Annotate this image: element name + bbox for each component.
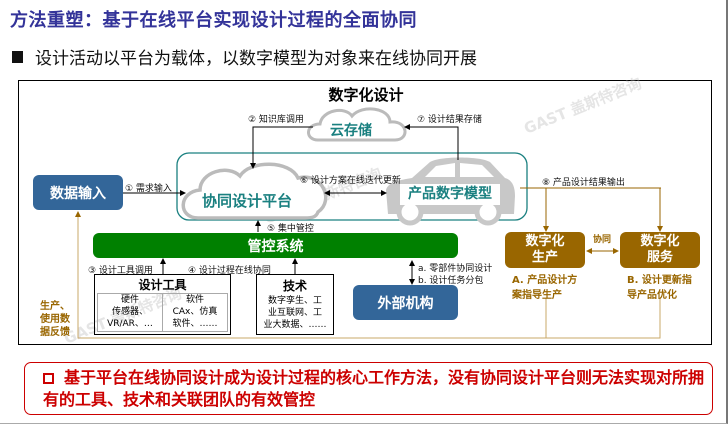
digital-production-box: 数字化 生产 bbox=[505, 232, 585, 268]
step-1-label: ① 需求输入 bbox=[125, 184, 172, 194]
step-3-label: ③ 设计工具调用 bbox=[88, 266, 153, 276]
step-2-label: ② 知识库调用 bbox=[248, 115, 304, 125]
page-title: 方法重塑：基于在线平台实现设计过程的全面协同 bbox=[10, 10, 417, 31]
note-a: A. 产品设计方 案指导生产 bbox=[512, 275, 578, 301]
note-b: B. 设计更新指 导产品优化 bbox=[627, 275, 692, 301]
control-system-bar: 管控系统 bbox=[93, 233, 458, 258]
cloud-storage-label: 云存储 bbox=[330, 123, 372, 139]
diagram-heading: 数字化设计 bbox=[328, 86, 404, 104]
external-a-label: a. 零部件协同设计 bbox=[418, 264, 493, 274]
step-7-label: ⑦ 设计结果存储 bbox=[417, 115, 482, 125]
bullet-text: 设计活动以平台为载体，以数字模型为对象来在线协同开展 bbox=[35, 49, 477, 69]
collab-label: 协同 bbox=[593, 235, 612, 245]
step-8-label: ⑧ 产品设计结果输出 bbox=[542, 178, 625, 188]
bullet-point: 设计活动以平台为载体，以数字模型为对象来在线协同开展 bbox=[12, 44, 477, 69]
product-model-label: 产品数字模型 bbox=[400, 184, 500, 205]
step-6-label: ⑥ 设计方案在线迭代更新 bbox=[300, 176, 401, 186]
platform-container bbox=[176, 152, 528, 221]
step-5-label: ⑤ 集中管控 bbox=[267, 224, 314, 234]
callout-text: 基于平台在线协同设计成为设计过程的核心工作方法，没有协同设计平台则无法实现对所拥… bbox=[43, 368, 705, 409]
digital-service-box: 数字化 服务 bbox=[620, 232, 700, 268]
key-conclusion-callout: 基于平台在线协同设计成为设计过程的核心工作方法，没有协同设计平台则无法实现对所拥… bbox=[24, 362, 713, 415]
technology-box: 技术 数字孪生、工 业互联网、工 业大数据、…… bbox=[256, 274, 334, 335]
software-text: 软件 CAx、仿真 软件、…… bbox=[172, 295, 218, 329]
hollow-square-icon bbox=[43, 373, 54, 384]
external-org-box: 外部机构 bbox=[353, 285, 458, 320]
feedback-label: 生产、 使用数 据反馈 bbox=[40, 301, 70, 338]
hardware-text: 硬件 传感器、 VR/AR、… bbox=[98, 294, 163, 331]
step-4-label: ④ 设计过程在线协同 bbox=[188, 266, 271, 276]
technology-title: 技术 bbox=[282, 279, 307, 293]
platform-label: 协同设计平台 bbox=[202, 192, 293, 210]
data-input-box: 数据输入 bbox=[33, 175, 123, 210]
bullet-square-icon bbox=[12, 50, 23, 63]
platform-cloud-icon bbox=[181, 162, 328, 220]
diagram-frame bbox=[18, 80, 712, 345]
design-tools-box: 设计工具 硬件 传感器、 VR/AR、… 软件 CAx、仿真 软件、…… bbox=[94, 274, 231, 335]
design-tools-title: 设计工具 bbox=[138, 278, 187, 292]
technology-text: 数字孪生、工 业互联网、工 业大数据、…… bbox=[263, 296, 327, 330]
external-b-label: b. 设计任务分包 bbox=[418, 276, 484, 286]
